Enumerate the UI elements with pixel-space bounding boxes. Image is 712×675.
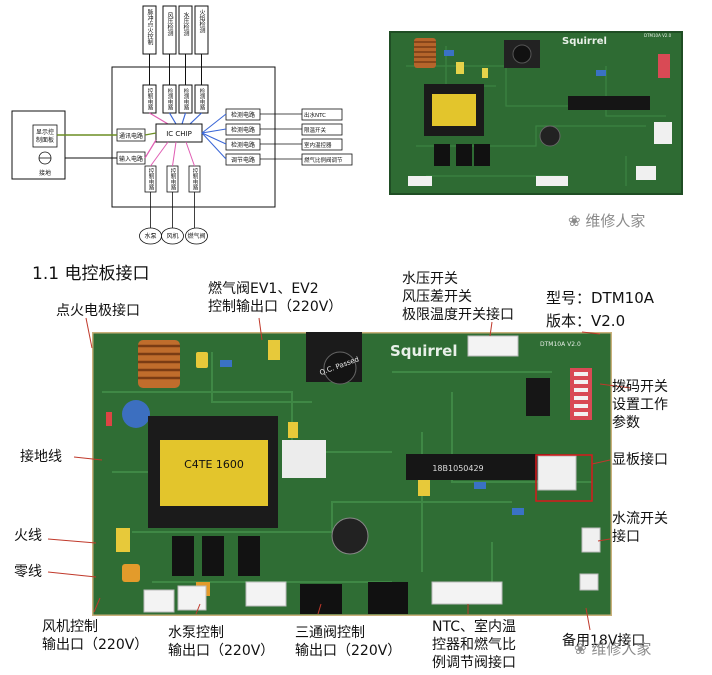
right-circuit-2: 检测电路 (231, 126, 255, 134)
top-circuit-2: 检测电路 (167, 87, 174, 112)
bottom-circuit-3: 控制电路 (192, 167, 199, 192)
right-output-4: 燃气比例阀调节 (304, 156, 343, 164)
callout-fan: 风机控制 输出口（220V） (42, 619, 149, 653)
callout-model: 型号：DTM10A (546, 289, 655, 307)
top-circuit-3: 检测电路 (183, 87, 190, 112)
callout-water-flow: 水流开关 接口 (612, 511, 668, 545)
bottom-output-fan: 风机 (166, 232, 178, 240)
display-panel-label-2: 制面板 (36, 136, 54, 144)
section-title: 1.1 电控板接口 (32, 264, 150, 284)
bottom-circuit-1: 控制电路 (148, 167, 155, 192)
bottom-output-gasvalve: 燃气阀 (187, 232, 205, 240)
ic-chip-label: IC CHIP (166, 130, 192, 138)
display-panel (11, 110, 66, 180)
bottom-circuit-2: 控制电路 (170, 167, 177, 192)
right-circuit-3: 检测电路 (231, 141, 255, 149)
callout-gas-valve: 燃气阀EV1、EV2 控制输出口（220V） (208, 281, 343, 315)
wechat-icon: ❀ (574, 640, 592, 658)
right-circuit-1: 检测电路 (231, 111, 255, 119)
main-photo-brand: Squirrel (390, 342, 457, 360)
callout-pressure: 水压开关 风压差开关 极限温度开关接口 (402, 271, 514, 323)
callout-ignition: 点火电极接口 (56, 303, 140, 319)
callout-live: 火线 (14, 528, 42, 544)
ground-label: 接地 (39, 169, 51, 177)
main-photo-model: DTM10A V2.0 (540, 341, 581, 348)
top-box-ignition: 脉冲点火控制 (146, 8, 153, 46)
top-circuit-4: 检测电路 (199, 87, 206, 112)
top-photo-brand: Squirrel (562, 36, 607, 47)
callout-neutral: 零线 (14, 564, 42, 580)
watermark-bottom: ❀ 维修人家 (574, 640, 652, 658)
callout-display: 显板接口 (612, 452, 668, 468)
chip-label: 18B1050429 (432, 464, 483, 473)
right-output-2: 限温开关 (304, 126, 327, 134)
top-circuit-1: 控制电路 (147, 87, 154, 112)
block-diagram: 脉冲点火控制 风压检测 水压检测 火焰检测 控制电路 检测电路 检测电路 检测电… (11, 5, 353, 245)
top-box-water: 水压检测 (182, 11, 189, 37)
top-board-photo: Squirrel DTM10A V2.0 (386, 26, 686, 198)
callout-dip-switch: 拨码开关 设置工作 参数 (612, 379, 668, 431)
bottom-output-pump: 水泵 (144, 232, 156, 240)
top-box-labels: 脉冲点火控制 风压检测 水压检测 火焰检测 (146, 8, 205, 46)
callout-ground: 接地线 (20, 449, 62, 465)
callout-spare: 备用18V接口 (562, 633, 646, 649)
top-box-wind: 风压检测 (166, 12, 173, 37)
main-board-photo: Q.C. Passed Squirrel DTM10A V2.0 C4TE 16… (92, 332, 612, 616)
left-circuit-comm: 通讯电路 (119, 132, 143, 140)
board-outline (111, 66, 276, 208)
wechat-icon: ❀ (568, 212, 586, 230)
right-output-3: 室内温控器 (304, 141, 332, 149)
left-circuit-input: 输入电路 (119, 155, 143, 163)
callout-pump: 水泵控制 输出口（220V） (168, 625, 275, 659)
display-panel-label-1: 显示控 (36, 128, 54, 136)
right-output-1: 出水NTC (304, 111, 326, 119)
transformer-label: C4TE 1600 (184, 458, 244, 471)
callout-three-way: 三通阀控制 输出口（220V） (295, 625, 402, 659)
right-circuit-4: 调节电路 (231, 156, 255, 164)
top-photo-model: DTM10A V2.0 (644, 33, 672, 38)
display-connector-highlight (535, 454, 593, 502)
watermark-top: ❀ 维修人家 (568, 212, 646, 230)
top-box-flame: 火焰检测 (198, 9, 205, 34)
callout-ntc: NTC、室内温 控器和燃气比 例调节阀接口 (432, 619, 516, 671)
callout-version: 版本：V2.0 (546, 312, 626, 330)
